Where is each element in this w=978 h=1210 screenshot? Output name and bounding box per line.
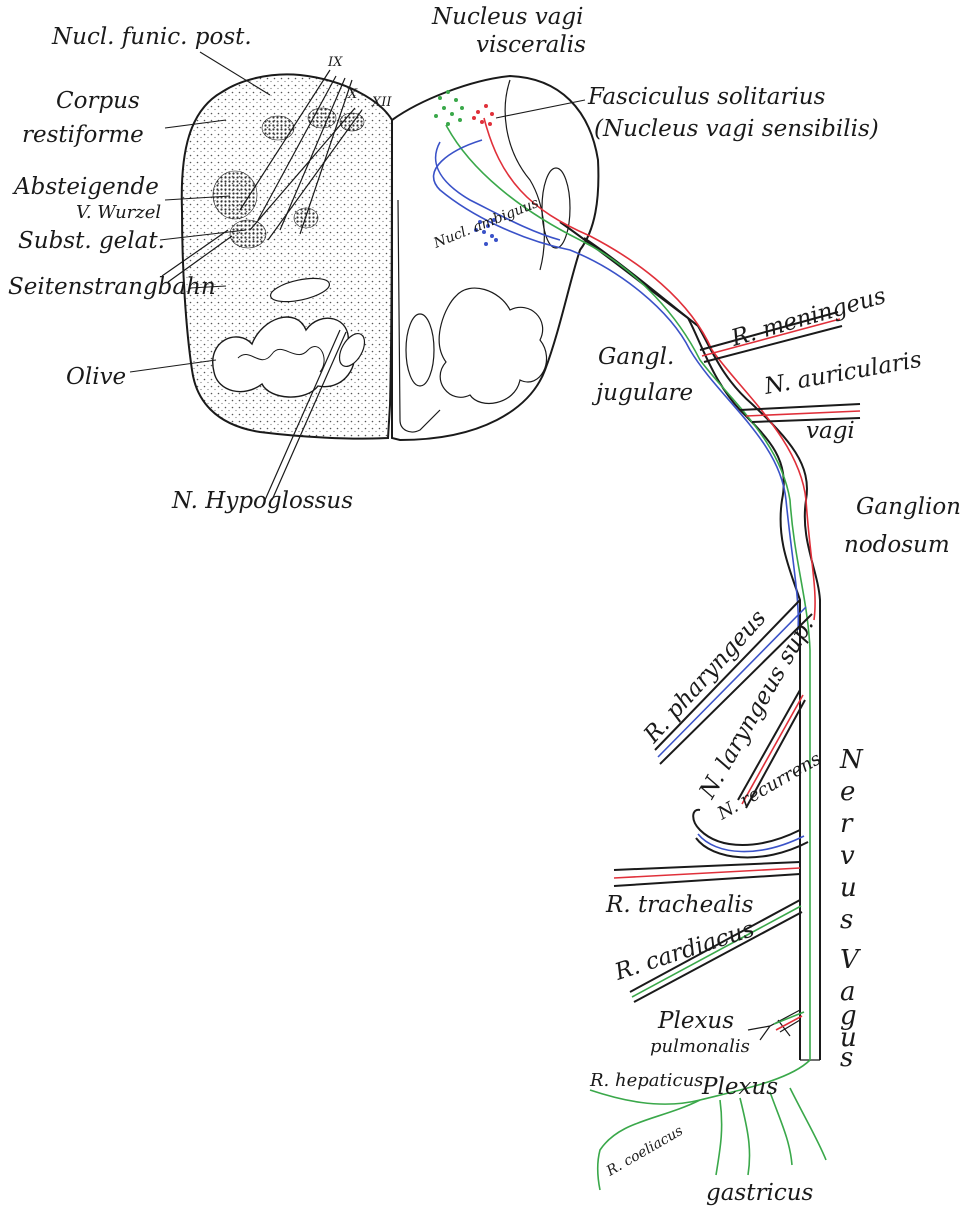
label-nodosum: nodosum [844, 532, 950, 558]
label-nucleus-vagi: Nucleus vagi [431, 4, 584, 30]
label-fasciculus: Fasciculus solitarius [587, 84, 826, 110]
svg-text:v: v [840, 841, 855, 871]
label-plexus-pulm: Plexus [657, 1008, 734, 1034]
label-gangl: Gangl. [598, 344, 674, 370]
label-vagi: vagi [806, 418, 855, 444]
label-nucl-funic-post: Nucl. funic. post. [51, 24, 252, 50]
svg-text:r: r [840, 809, 854, 839]
label-r-trachealis: R. trachealis [605, 892, 754, 918]
label-n-hypoglossus: N. Hypoglossus [171, 488, 353, 514]
vagus-trunk [434, 118, 820, 1060]
red-nucleus-dots [472, 104, 494, 126]
label-corpus: Corpus [56, 88, 140, 114]
label-r-meningeus: R. meningeus [728, 283, 889, 352]
svg-text:s: s [840, 905, 853, 935]
label-olive: Olive [66, 364, 126, 390]
label-roman-x: X [347, 87, 358, 102]
label-nucleus-sensibilis: (Nucleus vagi sensibilis) [594, 116, 879, 142]
svg-text:u: u [840, 873, 857, 903]
svg-text:e: e [840, 777, 855, 807]
label-r-hepaticus: R. hepaticus [589, 1070, 703, 1091]
label-r-coeliacus: R. coeliacus [603, 1123, 686, 1180]
label-v-wurzel: V. Wurzel [76, 202, 161, 223]
label-n-auricularis: N. auricularis [762, 347, 924, 400]
label-visceralis: visceralis [476, 32, 586, 58]
label-subst-gelat: Subst. gelat. [18, 228, 165, 254]
label-gastricus: gastricus [706, 1180, 814, 1206]
label-pulmonalis: pulmonalis [650, 1036, 750, 1057]
svg-text:V: V [840, 945, 861, 975]
medulla-right-half [392, 76, 598, 440]
label-jugulare: jugulare [591, 380, 693, 406]
label-seitenstrangbahn: Seitenstrangbahn [8, 274, 216, 300]
svg-text:s: s [840, 1043, 853, 1073]
label-roman-ix: IX [327, 55, 343, 70]
label-plexus-gastr: Plexus [701, 1074, 778, 1100]
label-nervus-vagus: N e r v u s V a g u s [839, 745, 864, 1073]
svg-text:N: N [839, 745, 864, 775]
label-roman-xii: XII [371, 95, 392, 110]
label-absteigende: Absteigende [12, 174, 159, 200]
label-ganglion: Ganglion [856, 494, 961, 520]
labels: Nucl. funic. post. Corpus restiforme Abs… [8, 4, 961, 1206]
label-restiforme: restiforme [22, 122, 144, 148]
